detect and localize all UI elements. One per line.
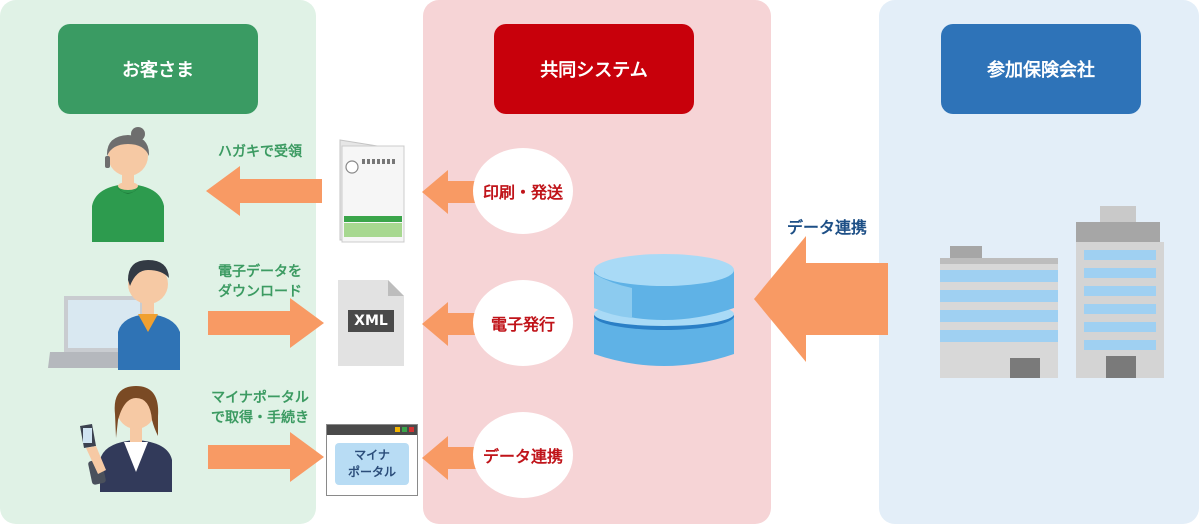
process-electronic-issue: 電子発行 — [473, 280, 573, 366]
mynaportal-label: マイナ ポータル — [335, 443, 409, 485]
customer-header: お客さま — [58, 24, 258, 114]
arrow-right-to-xml — [208, 298, 324, 348]
insurer-data-link-label: データ連携 — [786, 218, 867, 237]
arrow-left-to-customer — [206, 166, 322, 216]
caption-download-data: 電子データを ダウンロード — [218, 264, 302, 300]
arrow-system-to-portal — [422, 436, 484, 480]
arrow-system-to-xml — [422, 302, 484, 346]
postcard-icon — [339, 139, 405, 243]
woman-with-smartphone-icon — [80, 386, 172, 492]
arrow-insurer-to-system — [754, 236, 888, 362]
man-with-laptop-icon — [48, 260, 180, 370]
process-print-send: 印刷・発送 — [473, 148, 573, 234]
arrow-system-to-postcard — [422, 170, 484, 214]
database-icon — [594, 254, 734, 366]
xml-label: XML — [354, 313, 388, 329]
mynaportal-window-icon: マイナ ポータル — [326, 424, 418, 496]
insurer-header: 参加保険会社 — [941, 24, 1141, 114]
woman-customer-icon — [92, 127, 164, 242]
arrow-right-to-portal — [208, 432, 324, 482]
caption-postcard-received: ハガキで受領 — [218, 144, 302, 160]
caption-mynaportal: マイナポータル で取得・手続き — [211, 390, 309, 426]
office-buildings-icon — [940, 206, 1164, 378]
xml-file-icon: XML — [338, 280, 404, 366]
system-header: 共同システム — [494, 24, 694, 114]
process-data-link: データ連携 — [473, 412, 573, 498]
